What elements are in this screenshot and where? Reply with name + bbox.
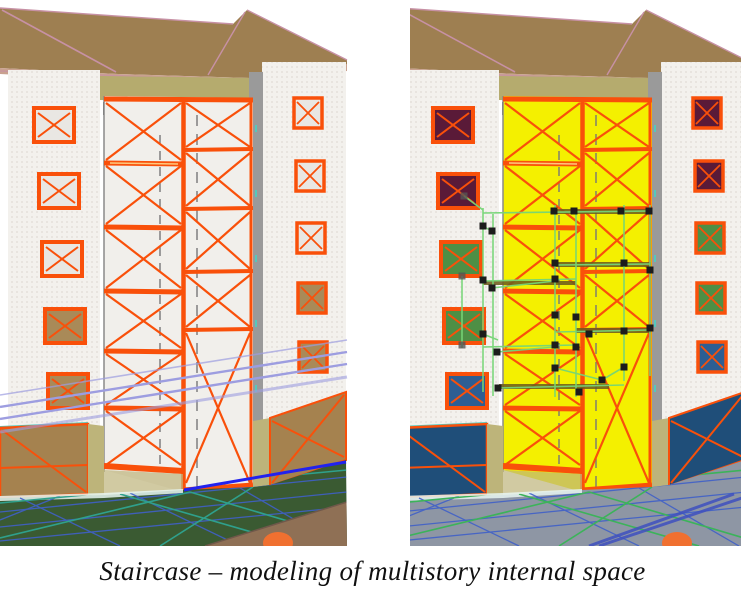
model-views — [0, 0, 745, 548]
left-view-physical-model — [0, 8, 347, 548]
figure-caption: Staircase – modeling of multistory inter… — [99, 556, 646, 586]
right-view-analytical-model — [399, 8, 745, 548]
staircase-figure-svg — [0, 0, 745, 548]
